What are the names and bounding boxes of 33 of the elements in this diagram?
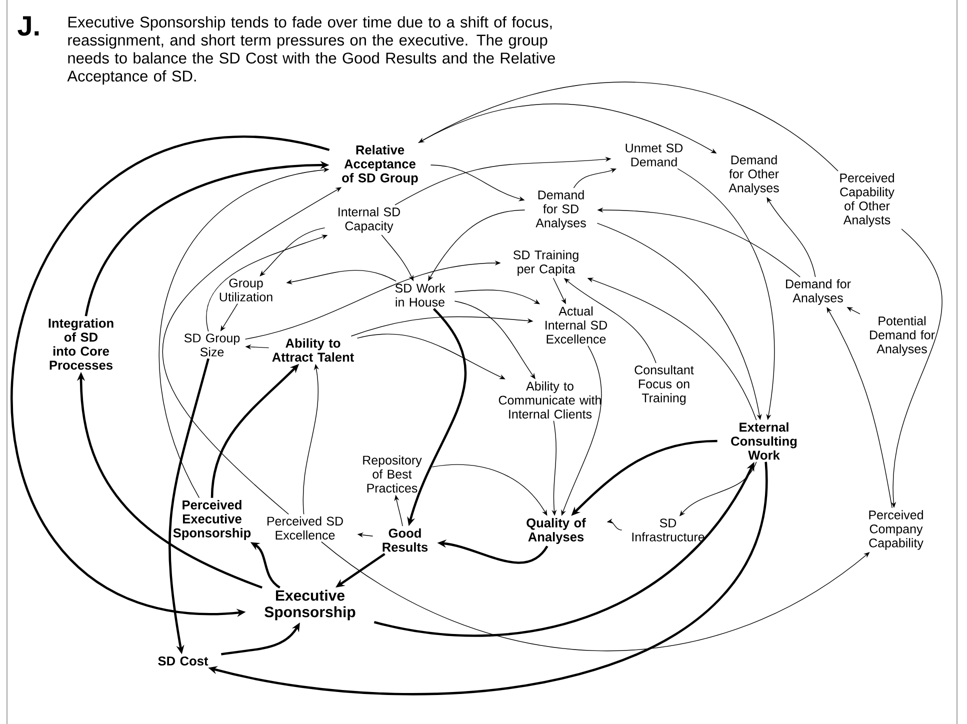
panel-letter: J. — [18, 16, 39, 36]
variable-label: Demand for SD Analyses — [536, 190, 586, 230]
title: Executive Sponsorship tends to fade over time due to a shift of focus, reassignment, and short term pressures on the executive. The group needs to balance the SD Cost with the Good Results and the Relative Acceptance of SD. — [67, 16, 555, 85]
variable-label: SD Infrastructure — [632, 518, 704, 542]
arrow — [766, 197, 816, 278]
variable-label: External Consulting Work — [731, 422, 797, 460]
variable-label: Ability to Attract Talent — [272, 338, 354, 362]
variable-label: Potential Demand for Analyses — [870, 316, 935, 356]
variable-label: Demand for Other Analyses — [728, 155, 779, 195]
variable-label: Actual Internal SD Excellence — [546, 306, 607, 344]
variable-label: Perceived Capability of Other Analysts — [840, 173, 894, 227]
variable-label: Perceived Company Capability — [869, 510, 924, 550]
arrow — [826, 307, 892, 508]
variable-label: Internal SD Capacity — [338, 207, 400, 233]
variable-label: Perceived SD Excellence — [267, 516, 343, 540]
variable-label: Executive Sponsorship — [264, 590, 356, 620]
variable-label: Unmet SD Demand — [626, 144, 683, 166]
variable-label: Ability to Communicate with Internal Clients — [498, 381, 601, 419]
variable-label: Good Results — [382, 528, 428, 552]
variable-label: SD Cost — [158, 656, 208, 666]
variable-label: Integration of SD into Core Processes — [48, 318, 114, 370]
variable-label: Demand for Analyses — [786, 279, 851, 305]
variable-label: Repository of Best Practices — [363, 455, 422, 493]
variable-label: Consultant Focus on Training — [634, 365, 694, 405]
variable-label: Perceived Executive Sponsorship — [173, 500, 251, 540]
arrow — [260, 227, 326, 276]
variable-label: SD Work in House — [395, 283, 446, 307]
arrow — [454, 290, 540, 304]
variable-label: Quality of Analyses — [526, 518, 586, 544]
variable-label: Group Utilization — [220, 278, 272, 302]
variable-label: SD Group Size — [184, 334, 240, 356]
variable-label: SD Training per Capita — [513, 250, 578, 276]
variable-label: Relative Acceptance of SD Group — [342, 145, 418, 185]
